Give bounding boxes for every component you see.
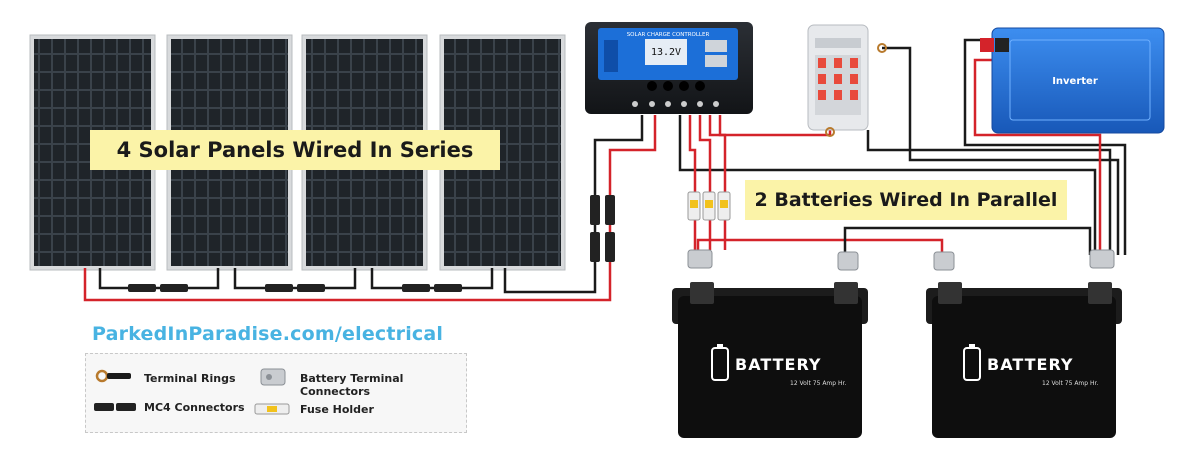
fuse-box: [807, 24, 887, 137]
legend-fuse-holder: Fuse Holder: [300, 403, 374, 416]
controller-display: 13.2V: [651, 47, 681, 58]
battery-terminal-connectors: [687, 249, 1115, 271]
charge-controller: SOLAR CHARGE CONTROLLER 13.2V: [585, 22, 753, 114]
fuse-holder-icon: [254, 403, 290, 415]
series-label: 4 Solar Panels Wired In Series: [90, 130, 500, 170]
mc4-connector-icon: [94, 403, 136, 411]
legend: Terminal Rings MC4 Connectors Battery Te…: [85, 353, 467, 433]
website-link[interactable]: ParkedInParadise.com/electrical: [92, 323, 444, 345]
legend-mc4-connectors: MC4 Connectors: [144, 401, 245, 414]
mc4-connectors: [128, 195, 615, 292]
battery-1: BATTERY 12 Volt 75 Amp Hr.: [672, 282, 868, 438]
battery-2-spec: 12 Volt 75 Amp Hr.: [1042, 380, 1098, 387]
parallel-label: 2 Batteries Wired In Parallel: [745, 180, 1067, 220]
battery-2-brand: BATTERY: [987, 355, 1074, 374]
battery-1-brand: BATTERY: [735, 355, 822, 374]
inverter: Inverter: [980, 27, 1165, 134]
battery-2: BATTERY 12 Volt 75 Amp Hr.: [926, 282, 1122, 438]
legend-terminal-rings: Terminal Rings: [144, 372, 236, 385]
inverter-label: Inverter: [1052, 76, 1098, 87]
battery-terminal-connector-icon: [260, 368, 286, 386]
legend-battery-terminal-connectors: Battery Terminal Connectors: [300, 372, 404, 398]
battery-1-spec: 12 Volt 75 Amp Hr.: [790, 380, 846, 387]
controller-title: SOLAR CHARGE CONTROLLER: [627, 32, 710, 38]
panel-to-controller-wires: [593, 115, 657, 195]
inline-fuse-holders: [687, 191, 731, 221]
terminal-ring-icon: [95, 369, 131, 383]
